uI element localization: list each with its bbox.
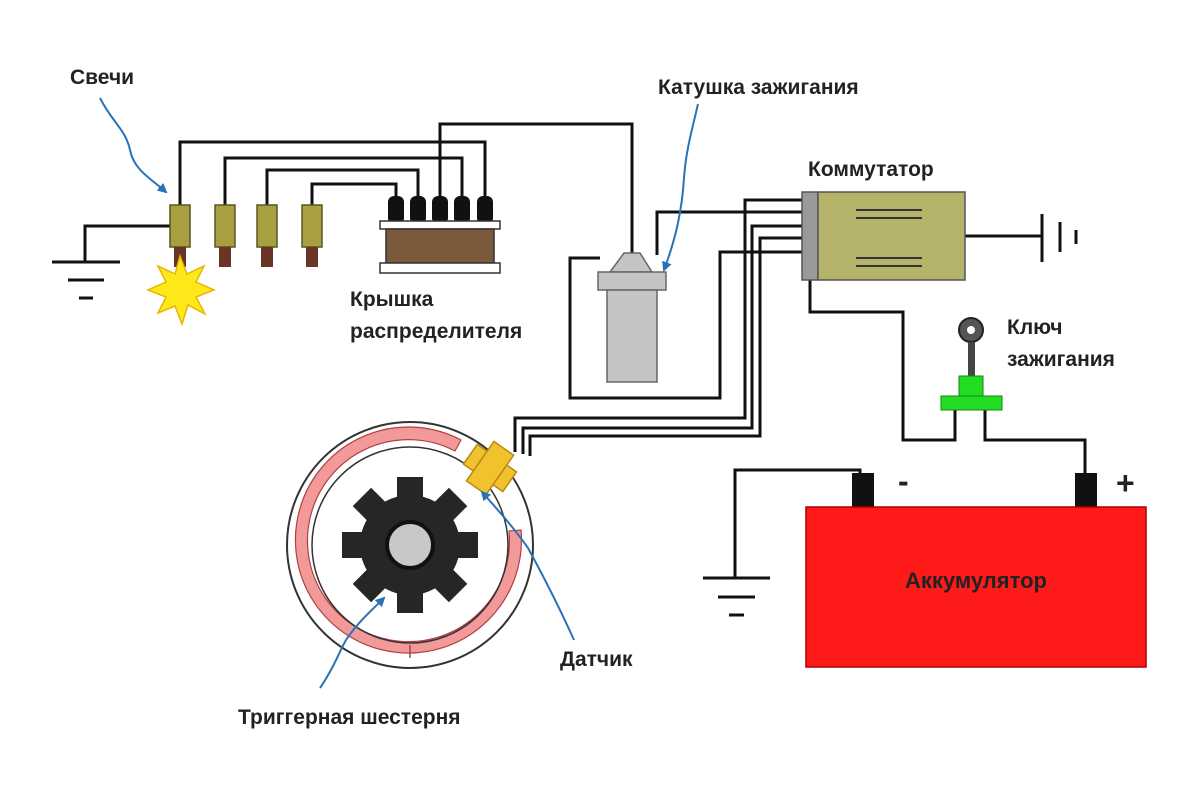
ground-symbol-battery bbox=[703, 576, 770, 617]
trigger-inner-ring bbox=[311, 446, 509, 644]
wire-commutator-key bbox=[808, 280, 957, 442]
ignition-coil bbox=[597, 252, 667, 383]
spark-plug-2 bbox=[214, 204, 236, 267]
arrow-trigger-gear bbox=[319, 596, 386, 689]
wire-battery-ground bbox=[733, 468, 862, 578]
wire-key-battery bbox=[983, 410, 1087, 473]
label-spark-plugs: Свечи bbox=[70, 66, 134, 89]
wire-coil-loop bbox=[568, 250, 802, 400]
wire-sensor-2 bbox=[521, 224, 802, 454]
sensor bbox=[462, 440, 518, 496]
wires bbox=[83, 122, 1087, 578]
label-ignition-coil: Катушка зажигания bbox=[658, 76, 859, 99]
ground-symbol-left bbox=[52, 260, 120, 300]
battery-minus-sign: - bbox=[898, 463, 909, 499]
wire-plug4-cap bbox=[310, 182, 398, 205]
spark-plug-4 bbox=[301, 204, 323, 267]
label-battery: Аккумулятор bbox=[905, 568, 1047, 593]
wire-coil-commutator bbox=[655, 210, 802, 255]
commutator-connector bbox=[801, 191, 819, 281]
trigger-assembly bbox=[286, 421, 534, 669]
battery-terminal-plus bbox=[1075, 473, 1097, 507]
arrow-sensor bbox=[480, 490, 575, 641]
battery-plus-sign: + bbox=[1116, 465, 1135, 501]
label-sensor: Датчик bbox=[560, 648, 633, 671]
spark-icon bbox=[146, 253, 216, 327]
arrow-ignition-coil bbox=[662, 103, 699, 272]
callout-arrows bbox=[99, 97, 699, 689]
distributor-cap-top-plate bbox=[379, 220, 501, 230]
commutator bbox=[801, 191, 966, 281]
distributor-cap-body bbox=[385, 228, 495, 264]
label-ignition-key-line2: зажигания bbox=[1007, 348, 1115, 371]
trigger-pink-ring bbox=[294, 426, 523, 654]
wire-plug3-cap bbox=[265, 168, 420, 205]
label-distributor-cap-line2: распределителя bbox=[350, 320, 522, 343]
labels: Свечи Катушка зажигания Коммутатор Крышк… bbox=[70, 66, 1135, 729]
key-switch-top bbox=[958, 375, 984, 397]
wire-cap-coil bbox=[438, 122, 634, 253]
distributor-cap-terminals bbox=[388, 196, 493, 224]
arrow-spark-plugs bbox=[99, 97, 168, 194]
ignition-coil-collar bbox=[597, 271, 667, 291]
ignition-coil-body bbox=[606, 289, 658, 383]
label-trigger-gear: Триггерная шестерня bbox=[238, 706, 461, 729]
spark-plugs bbox=[169, 204, 323, 267]
label-distributor-cap-line1: Крышка bbox=[350, 288, 434, 311]
ground-symbol-right bbox=[1040, 214, 1078, 262]
battery-body bbox=[805, 506, 1147, 668]
wire-ground-left bbox=[83, 224, 180, 262]
battery-terminal-minus bbox=[852, 473, 874, 507]
ignition-coil-top bbox=[608, 252, 654, 273]
gear-icon bbox=[342, 477, 478, 613]
spark-plug-3 bbox=[256, 204, 278, 267]
wire-plug1-cap bbox=[178, 140, 487, 205]
ignition-key bbox=[940, 317, 1003, 411]
label-commutator: Коммутатор bbox=[808, 158, 934, 181]
wire-sensor-1 bbox=[513, 198, 802, 452]
key-icon bbox=[958, 317, 984, 376]
wire-sensor-3 bbox=[528, 236, 802, 456]
label-ignition-key-line1: Ключ bbox=[1007, 316, 1062, 339]
distributor-cap-base-plate bbox=[379, 262, 501, 274]
wire-plug2-cap bbox=[223, 156, 464, 205]
key-switch-base bbox=[940, 395, 1003, 411]
battery bbox=[805, 473, 1147, 668]
distributor-cap bbox=[379, 196, 501, 274]
